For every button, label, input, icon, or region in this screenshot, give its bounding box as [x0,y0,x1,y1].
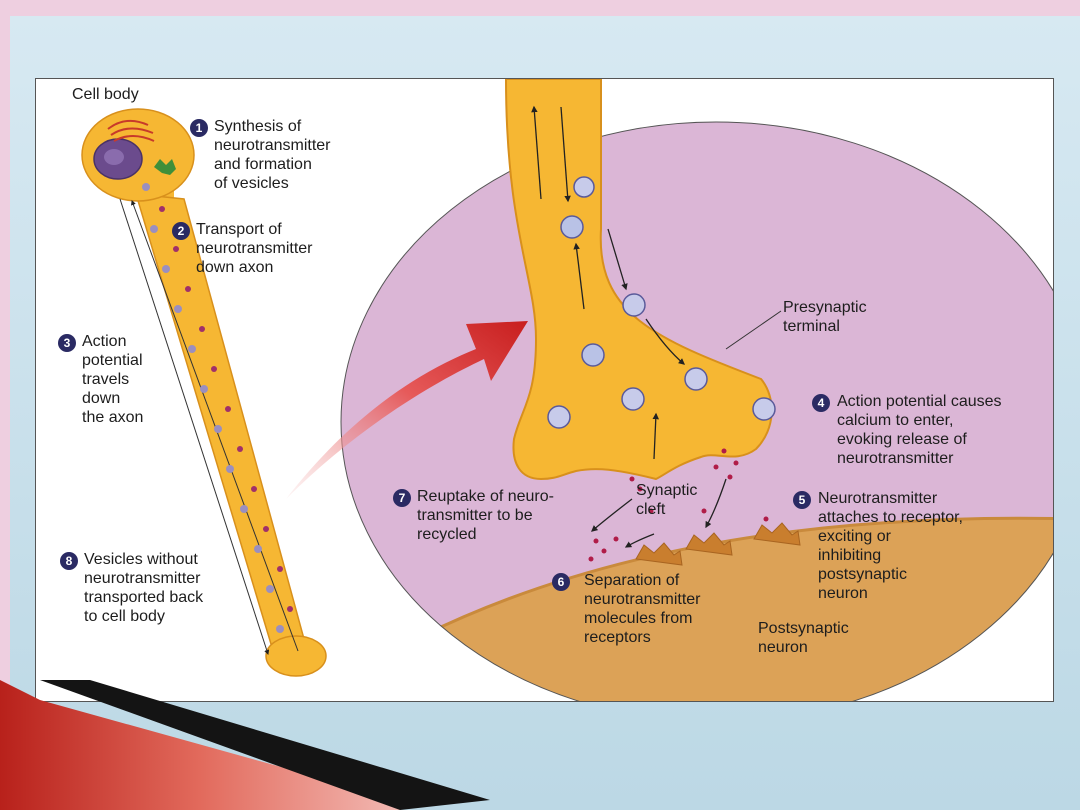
step-8-text: Vesicles without neurotransmitter transp… [84,551,204,625]
step-2-text: Transport of neurotransmitter down axon [196,221,313,276]
presynaptic-terminal-label: Presynaptic terminal [783,299,867,335]
presynaptic-terminal-shape [504,79,776,481]
step-1-text: Synthesis of neurotransmitter and format… [214,118,331,192]
neurotransmitter-molecules [588,448,769,562]
step-4-text: Action potential causes calcium to enter… [837,393,1002,467]
cell-body-label: Cell body [72,86,139,103]
synaptic-cleft-label: Synaptic cleft [636,482,698,518]
step-7-text: Reuptake of neuro- transmitter to be rec… [417,488,554,543]
synapse-diagram [81,79,1053,701]
step-6-number: 6 [552,573,570,591]
postsynaptic-neuron-label: Postsynaptic neuron [758,620,849,656]
step-1-number: 1 [190,119,208,137]
neuron-cell [81,108,327,677]
step-5-number: 5 [793,491,811,509]
cleft-arrows [591,478,727,548]
step-8-number: 8 [60,552,78,570]
step-7-number: 7 [393,489,411,507]
step-5-text: Neurotransmitter attaches to receptor, e… [818,490,963,602]
step-6-text: Separation of neurotransmitter molecules… [584,572,701,646]
zoom-arrow [286,321,528,499]
step-3-text: Action potential travels down the axon [82,333,144,426]
step-3-number: 3 [58,334,76,352]
presynaptic-leader-line [725,310,782,350]
step-2-number: 2 [172,222,190,240]
step-4-number: 4 [812,394,830,412]
diagram-frame: Cell body 1 Synthesis of neurotransmitte… [35,78,1054,702]
